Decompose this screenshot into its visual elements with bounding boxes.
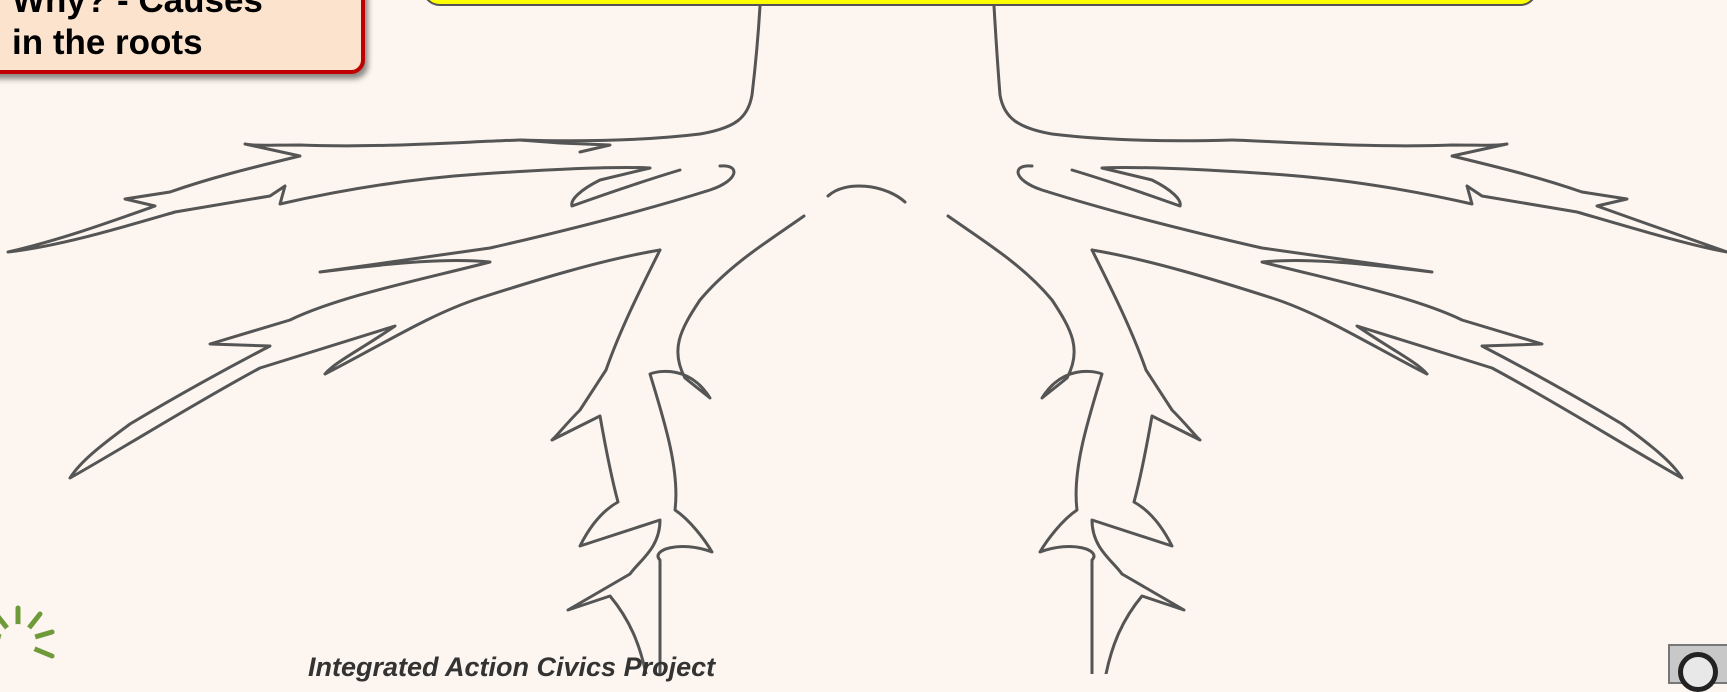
- right-inner-root-b: [948, 216, 1102, 674]
- left-inner-root-b: [650, 216, 804, 674]
- trunk-left-edge: [520, 6, 760, 141]
- callout-text: Why? - Causes in the roots: [12, 0, 342, 64]
- callout-line-2: in the roots: [12, 22, 342, 64]
- causes-callout-box: Why? - Causes in the roots: [0, 0, 365, 74]
- trunk-right-edge: [994, 6, 1232, 141]
- right-roots: [948, 6, 1727, 674]
- right-main-branch: [1072, 140, 1727, 252]
- footer-credit: Integrated Action Civics Project: [308, 652, 715, 683]
- sun-logo-icon: [0, 602, 58, 682]
- left-roots: [8, 6, 804, 674]
- right-inner-root: [1092, 250, 1200, 674]
- title-banner: [422, 0, 1538, 6]
- left-main-branch: [8, 140, 680, 252]
- left-inner-root: [552, 250, 660, 674]
- root-crown-arc: [828, 186, 905, 202]
- tree-roots-drawing: [0, 0, 1727, 674]
- creative-commons-icon: [1668, 644, 1727, 684]
- callout-line-1: Why? - Causes: [12, 0, 342, 22]
